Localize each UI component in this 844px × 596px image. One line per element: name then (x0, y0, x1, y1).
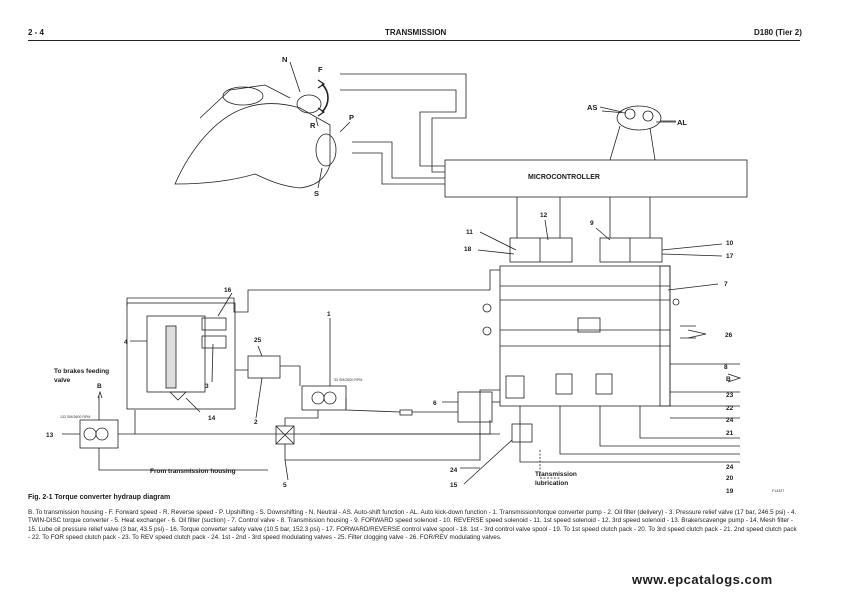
filter-clogging-valve (247, 355, 281, 379)
mesh-filter-14 (169, 391, 187, 401)
pump-1-speed-label: 33 SM/2600 RPM (334, 378, 362, 382)
callout-11: 11 (466, 229, 473, 236)
page-number: 2 - 4 (28, 28, 45, 37)
pump-13-speed-label: 133 SM/2600 RPM (60, 415, 90, 419)
steering-column-shape (174, 103, 331, 189)
lever-label-r: R (310, 121, 316, 130)
joystick-body (616, 105, 662, 131)
lever-label-n: N (282, 55, 287, 64)
callout-25: 25 (254, 337, 262, 344)
lever-label-s: S (314, 189, 319, 198)
al-button (642, 110, 654, 122)
model-label: D180 (Tier 2) (754, 28, 802, 37)
callout-9: 9 (590, 220, 594, 227)
callout-12: 12 (540, 212, 548, 219)
lever-knob (222, 86, 264, 106)
control-spool (577, 317, 601, 333)
control-valve-body (499, 265, 671, 407)
reference-code: F14327 (772, 489, 784, 493)
callout-22: 22 (726, 405, 734, 412)
callout-7: 7 (724, 281, 728, 288)
joystick-label-as: AS (587, 103, 597, 112)
callout-4: 4 (124, 339, 128, 346)
solenoid-group-1st-3rd (509, 237, 573, 263)
callout-24b: 24 (726, 464, 734, 471)
callout-24c: 24 (450, 467, 458, 474)
callout-10: 10 (726, 240, 734, 247)
joystick-cable (609, 125, 656, 161)
callout-24a: 24 (726, 417, 734, 424)
lever-label-f: F (318, 65, 323, 74)
callout-6: 6 (433, 400, 437, 407)
callout-5: 5 (283, 482, 287, 489)
header-rule (28, 40, 800, 41)
microcontroller-label: MICROCONTROLLER (528, 174, 600, 181)
callout-19: 19 (726, 488, 734, 495)
callout-14: 14 (208, 415, 216, 422)
callout-b: B (726, 376, 731, 383)
microcontroller-box (444, 159, 748, 198)
callout-18: 18 (464, 246, 472, 253)
lubrication-label-line1: Transmission (535, 471, 577, 478)
watermark: www.epcatalogs.com (632, 572, 773, 587)
lubrication-label-line2: lubrication (535, 480, 568, 487)
lever-grip (315, 133, 337, 167)
callout-2: 2 (254, 419, 258, 426)
callout-23: 23 (726, 392, 734, 399)
callout-3: 3 (205, 383, 209, 390)
brakes-label-line2: valve (54, 377, 71, 384)
from-housing-label: From transmission housing (150, 468, 236, 475)
figure-title: Fig. 2-1 Torque converter hydraup diagra… (28, 494, 171, 501)
suction-filter (457, 391, 493, 423)
lube-relief-valve (511, 423, 533, 443)
safety-valve-16 (201, 317, 227, 331)
brakes-label-line1: To brakes feeding (54, 368, 109, 375)
callout-16: 16 (224, 287, 232, 294)
relief-valve-3 (201, 335, 227, 349)
callout-15: 15 (450, 482, 458, 489)
steering-wheel-rim (199, 84, 291, 119)
lever-head (296, 94, 322, 114)
callout-1: 1 (327, 311, 331, 318)
callout-8: 8 (724, 364, 728, 371)
callout-26: 26 (725, 332, 733, 339)
brake-scavenge-pump (79, 419, 119, 449)
solenoid-group-for-rev (599, 237, 663, 263)
callout-17: 17 (726, 253, 734, 260)
callout-21: 21 (726, 430, 734, 437)
callout-20: 20 (726, 475, 734, 482)
b-arrow-label: B (97, 383, 102, 390)
joystick-label-al: AL (677, 118, 687, 127)
torque-converter-frame (126, 302, 236, 410)
section-title: TRANSMISSION (385, 28, 447, 37)
callout-13: 13 (46, 432, 54, 439)
figure-legend: B. To transmission housing - F. Forward … (28, 509, 797, 542)
lever-label-p: P (349, 113, 354, 122)
as-button (624, 108, 636, 120)
